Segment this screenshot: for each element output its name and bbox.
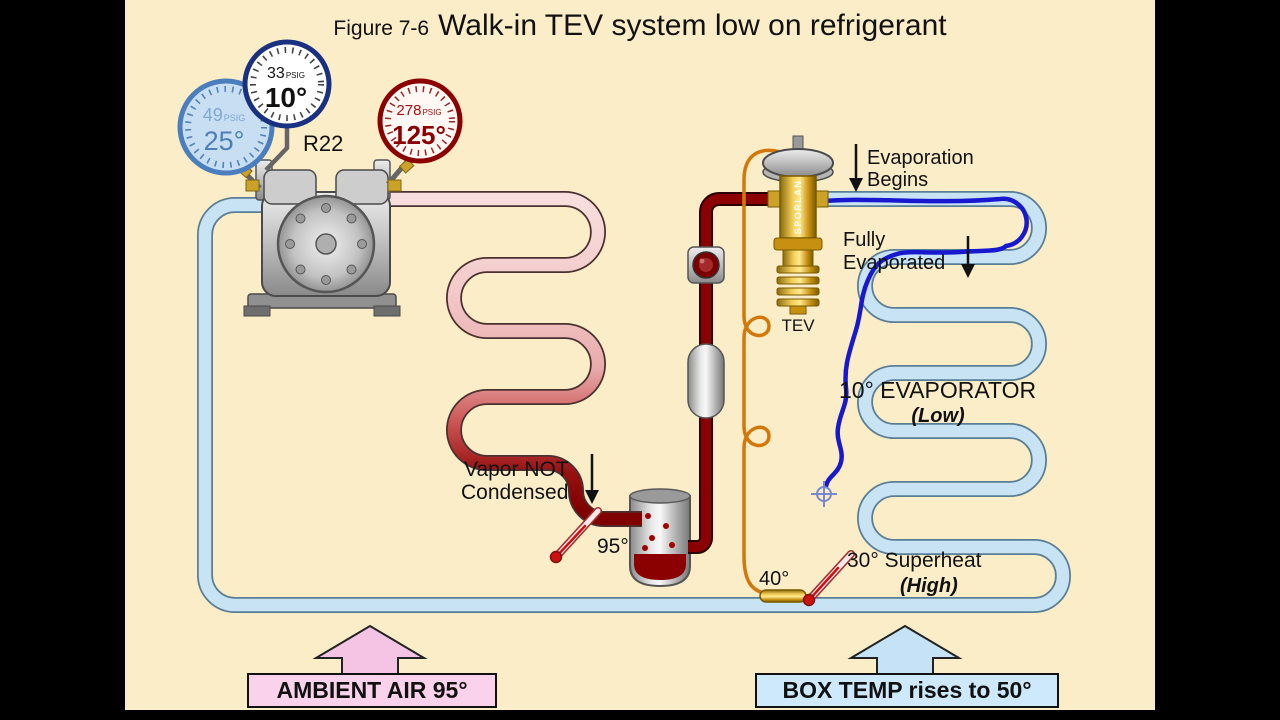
evaporation-begins-arrow-icon xyxy=(849,144,863,192)
evaporation-begins-label-line2: Begins xyxy=(867,169,928,191)
title-main-text: Walk-in TEV system low on refrigerant xyxy=(438,9,947,42)
gauge-temperature-reading: 125° xyxy=(392,120,446,150)
liquid-pool xyxy=(634,554,686,580)
gauge-tick-marks xyxy=(185,86,267,168)
vapor-not-condensed-arrow-icon xyxy=(585,454,599,504)
gauge-pressure-reading: 33PSIG xyxy=(267,65,305,82)
compressor xyxy=(243,159,401,317)
gauge-pressure-reading: 278PSIG xyxy=(396,102,441,119)
box-temp-label-box xyxy=(755,673,1059,708)
sight-glass xyxy=(687,246,725,284)
ambient-air-label-box xyxy=(247,673,497,708)
vapor-not-condensed-label-line2: Condensed xyxy=(461,481,568,504)
gauge-temperature-reading: 10° xyxy=(265,82,307,113)
suction-brass-fitting xyxy=(245,179,260,192)
refrigerant-type-label: R22 xyxy=(303,131,343,156)
letterbox-left xyxy=(0,0,125,720)
fully-evaporated-label-line2: Evaporated xyxy=(843,252,945,274)
fully-evaporated-label-line1: Fully xyxy=(843,229,885,251)
receiver-rim xyxy=(629,488,691,504)
tev-valve: SPORLAN xyxy=(762,135,834,315)
condenser-outlet-thermometer xyxy=(549,507,602,564)
sensing-bulb xyxy=(759,589,807,603)
capillary-tube xyxy=(742,148,781,595)
letterbox-right xyxy=(1155,0,1280,720)
box-temp-flow: BOX TEMP rises to 50° xyxy=(755,624,1059,708)
condenser-coil-pipe xyxy=(386,191,642,527)
tev-label: TEV xyxy=(781,316,815,335)
suction-line-pipe xyxy=(197,191,1071,613)
filter-drier xyxy=(687,343,725,419)
tev-brand-label: SPORLAN xyxy=(793,180,803,235)
title-figure-number: Figure 7-6 xyxy=(333,17,429,40)
gauge-temperature-reading: 25° xyxy=(204,126,245,156)
discharge-brass-fitting xyxy=(387,179,402,192)
fully-evaporated-point-icon xyxy=(811,481,837,507)
compressor-head-left xyxy=(263,169,317,205)
gauge-pressure-reading: 49PSIG xyxy=(203,105,246,125)
gauge-tick-marks xyxy=(385,86,455,156)
suction-line-temp-label: 40° xyxy=(759,568,789,590)
evaporation-begins-label-line1: Evaporation xyxy=(867,147,974,169)
gauge-tick-marks xyxy=(250,47,324,121)
refrigerant-liquid-trace xyxy=(811,196,1029,507)
box-temp-label: BOX TEMP rises to 50° xyxy=(782,677,1031,703)
letterbox-bottom xyxy=(0,710,1280,720)
evaporator-temp-label: 10° EVAPORATOR xyxy=(839,377,1036,403)
liquid-line-pipe xyxy=(688,192,786,554)
ambient-air-flow: AMBIENT AIR 95° xyxy=(247,624,497,708)
low-side-gauge-inner: 33PSIG 10° xyxy=(242,39,332,129)
page-title: Figure 7-6 Walk-in TEV system low on refr… xyxy=(333,9,947,42)
superheat-label: 30° Superheat xyxy=(847,549,982,572)
fully-evaporated-arrow-icon xyxy=(961,236,975,278)
superheat-note-label: (High) xyxy=(900,575,958,597)
tev-diaphragm xyxy=(762,148,834,178)
vapor-not-condensed-label-line1: Vapor NOT xyxy=(464,458,569,481)
receiver-contents xyxy=(629,488,691,580)
evaporator-note-label: (Low) xyxy=(911,405,965,427)
ambient-air-label: AMBIENT AIR 95° xyxy=(276,677,467,703)
condenser-outlet-temp-label: 95° xyxy=(597,535,629,558)
high-side-gauge: 278PSIG 125° xyxy=(377,78,463,164)
suction-line-thermometer xyxy=(802,550,855,607)
